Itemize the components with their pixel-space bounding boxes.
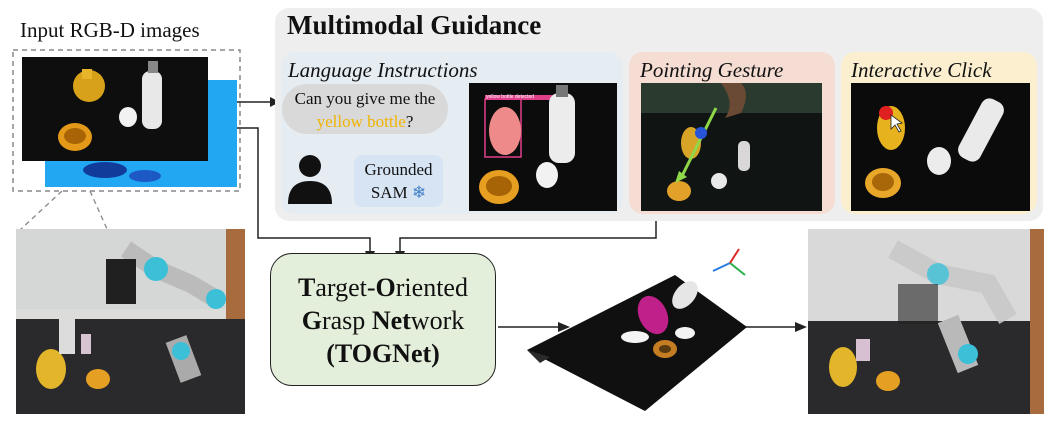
tog-g: G: [301, 306, 322, 335]
input-label: Input RGB-D images: [20, 18, 200, 42]
person-icon: [288, 155, 332, 204]
language-title: Language Instructions: [288, 58, 478, 82]
bubble-highlight: yellow bottle: [316, 112, 406, 131]
bubble-end: ?: [405, 112, 414, 131]
bubble-line2: yellow bottle?: [282, 110, 448, 133]
tog-t: T: [298, 273, 316, 302]
tognet-line2: Grasp Network: [271, 304, 495, 337]
tog-riented: riented: [395, 273, 468, 302]
tog-arget: arget-: [315, 273, 376, 302]
detection-image: yellow bottle detected: [469, 83, 617, 211]
robot-photo: [16, 229, 245, 414]
bubble-line1: Can you give me the: [294, 89, 436, 108]
tognet-line1: Target-Oriented: [271, 271, 495, 304]
click-image: [851, 83, 1030, 211]
tognet-acronym: (TOGNet): [271, 337, 495, 370]
detection-label: yellow bottle detected: [486, 94, 535, 100]
grounded-sam-box: Grounded SAM ❄: [354, 155, 443, 207]
cursor-icon: [890, 114, 903, 133]
gsam-label: SAM: [370, 183, 408, 202]
snowflake-icon: ❄: [411, 183, 427, 202]
tog-o: O: [375, 273, 396, 302]
point-cloud: [527, 248, 747, 411]
pointing-title: Pointing Gesture: [640, 58, 784, 82]
gsam-line2: SAM ❄: [354, 181, 443, 204]
tognet-box: Target-Oriented Grasp Network (TOGNet): [270, 253, 496, 386]
click-title: Interactive Click: [851, 58, 992, 82]
pointing-image: [641, 83, 822, 211]
gsam-line1: Grounded: [364, 160, 433, 179]
tog-rasp: rasp: [321, 306, 372, 335]
result-photo: [808, 229, 1044, 414]
tog-work: work: [410, 306, 465, 335]
axes-icon: [712, 248, 746, 276]
multimodal-title: Multimodal Guidance: [287, 10, 542, 40]
instruction-bubble: Can you give me the yellow bottle?: [282, 84, 448, 134]
rgb-image: [22, 57, 208, 161]
tog-acronym: (TOGNet): [326, 339, 440, 368]
tog-net: Net: [371, 306, 411, 335]
